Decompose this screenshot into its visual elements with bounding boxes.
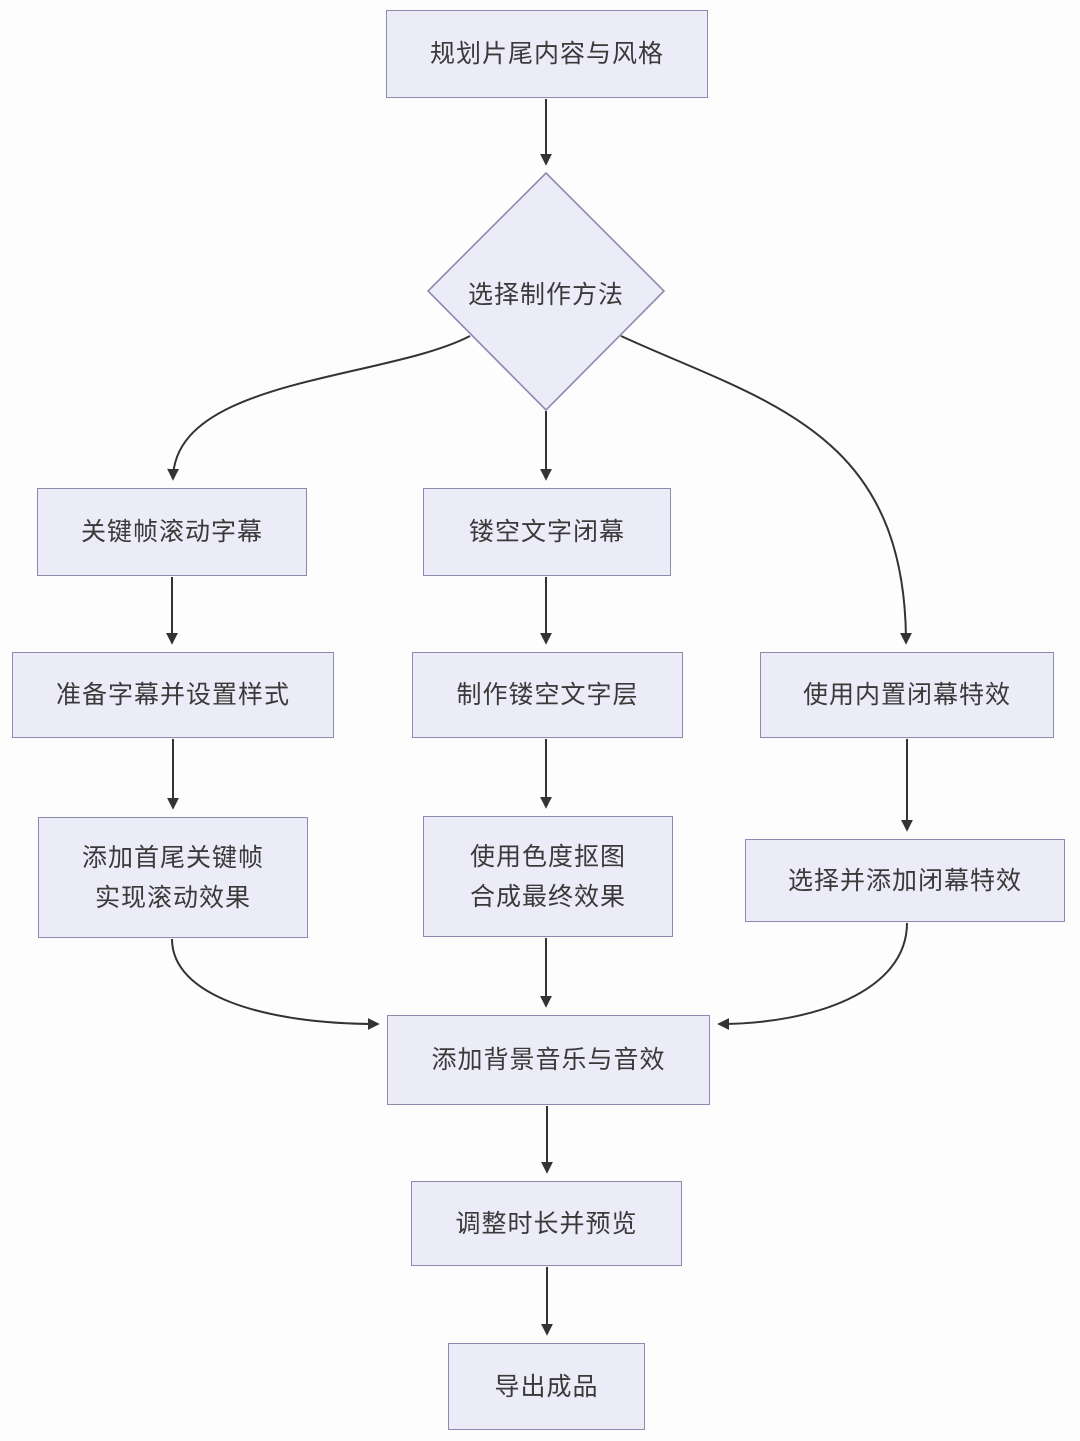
node-choose-method: 选择制作方法 [426,275,666,311]
node-export: 导出成品 [448,1343,645,1430]
node-builtin-fx: 使用内置闭幕特效 [760,652,1054,738]
node-keyframe-scroll-label: 关键帧滚动字幕 [80,518,263,546]
node-add-keyframes-line2: 实现滚动效果 [94,883,251,912]
node-prep-subtitle: 准备字幕并设置样式 [12,652,334,738]
node-choose-add-fx: 选择并添加闭幕特效 [745,839,1065,922]
node-export-label: 导出成品 [494,1372,599,1401]
node-choose-method-label: 选择制作方法 [467,281,624,309]
node-chroma-key: 使用色度抠图 合成最终效果 [423,816,673,937]
edge-choose-method-to-builtin-fx [620,335,912,645]
node-builtin-fx-label: 使用内置闭幕特效 [802,681,1011,709]
node-adjust-preview: 调整时长并预览 [411,1181,682,1266]
node-add-music: 添加背景音乐与音效 [387,1015,710,1105]
node-make-cutout-layer: 制作镂空文字层 [412,652,683,738]
edge-choose-add-fx-to-add-music [717,922,908,1030]
node-choose-method-shape [426,171,666,412]
node-add-keyframes: 添加首尾关键帧 实现滚动效果 [38,817,308,938]
node-chroma-key-line2: 合成最终效果 [469,882,626,911]
node-cutout-text: 镂空文字闭幕 [423,488,671,576]
node-plan-label: 规划片尾内容与风格 [429,40,664,68]
node-make-cutout-layer-label: 制作镂空文字层 [456,681,639,709]
node-keyframe-scroll: 关键帧滚动字幕 [37,488,307,576]
node-add-music-label: 添加背景音乐与音效 [431,1046,666,1074]
node-adjust-preview-label: 调整时长并预览 [455,1209,638,1238]
node-chroma-key-line1: 使用色度抠图 [469,842,626,871]
node-prep-subtitle-label: 准备字幕并设置样式 [55,681,290,709]
edge-add-keyframes-to-add-music [171,938,380,1030]
node-choose-add-fx-label: 选择并添加闭幕特效 [787,866,1022,895]
node-cutout-text-label: 镂空文字闭幕 [468,518,625,546]
node-plan: 规划片尾内容与风格 [386,10,708,98]
node-add-keyframes-line1: 添加首尾关键帧 [81,843,264,872]
edge-choose-method-to-keyframe-scroll [167,335,471,481]
